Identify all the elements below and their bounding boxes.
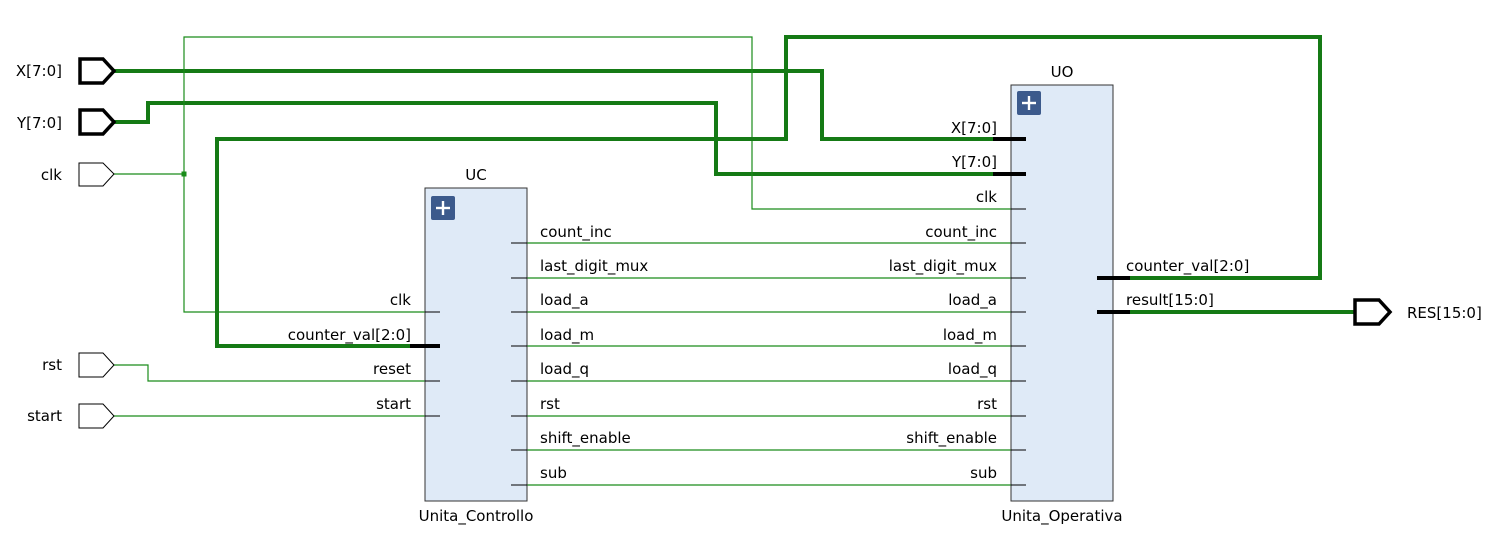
wire-counter-val-bus[interactable] (215, 35, 1322, 348)
wire-rst[interactable] (113, 364, 440, 382)
input-port-start[interactable]: start (27, 403, 115, 429)
uc-output-pins: count_inc last_digit_mux load_a load_m l… (511, 223, 648, 486)
pin-label: sub (540, 464, 567, 482)
pin-label: shift_enable (906, 429, 997, 448)
block-instance-name: UO (1051, 63, 1074, 81)
expand-button[interactable] (431, 196, 455, 220)
pin-label: counter_val[2:0] (1126, 257, 1249, 276)
input-port-icon (78, 352, 115, 378)
pin-label: count_inc (540, 223, 612, 242)
pin-label: load_q (948, 360, 997, 379)
pin-label: clk (976, 188, 997, 206)
pin-label: load_a (948, 291, 997, 310)
input-port-x[interactable]: X[7:0] (16, 57, 117, 85)
input-port-label: X[7:0] (16, 62, 62, 80)
pin-label: counter_val[2:0] (288, 326, 411, 345)
pin-label: start (376, 395, 411, 413)
input-port-icon (78, 162, 115, 187)
expand-button[interactable] (1017, 91, 1041, 115)
input-port-icon (78, 403, 115, 429)
pin-label: shift_enable (540, 429, 631, 448)
block-module-name: Unita_Operativa (1001, 507, 1122, 526)
pin-label: rst (977, 395, 997, 413)
pin-label: load_m (943, 326, 997, 345)
pin-label: last_digit_mux (540, 257, 648, 276)
output-port-icon (1353, 298, 1393, 326)
pin-label: load_q (540, 360, 589, 379)
pin-label: count_inc (925, 223, 997, 242)
pin-label: reset (373, 360, 411, 378)
input-port-y[interactable]: Y[7:0] (16, 108, 117, 136)
block-module-name: Unita_Controllo (419, 507, 534, 526)
wires (113, 35, 1355, 486)
pin-label: last_digit_mux (889, 257, 997, 276)
pin-label: load_a (540, 291, 589, 310)
wire-y-bus[interactable] (113, 101, 1026, 176)
wire-x-bus[interactable] (113, 69, 1026, 141)
pin-label: result[15:0] (1126, 291, 1214, 309)
output-port-res[interactable]: RES[15:0] (1353, 298, 1482, 326)
output-port-label: RES[15:0] (1407, 304, 1482, 322)
input-port-label: Y[7:0] (16, 114, 62, 132)
pin-label: load_m (540, 326, 594, 345)
input-port-label: rst (42, 356, 62, 374)
input-port-label: clk (41, 166, 62, 184)
input-ports: X[7:0] Y[7:0] clk rst start (16, 57, 117, 429)
uo-input-pins: X[7:0] Y[7:0] clk count_inc last_digit_m… (889, 119, 1026, 486)
pin-label: Y[7:0] (951, 153, 997, 171)
input-port-clk[interactable]: clk (41, 162, 115, 187)
block-body[interactable] (424, 187, 528, 502)
wire-clk-uo[interactable] (113, 36, 1026, 210)
block-instance-name: UC (465, 166, 486, 184)
uo-output-pins: counter_val[2:0] result[15:0] (1097, 257, 1249, 314)
clk-junction-dot (181, 171, 187, 177)
input-port-rst[interactable]: rst (42, 352, 115, 378)
pin-label: sub (970, 464, 997, 482)
input-port-label: start (27, 407, 62, 425)
wire-clk-uc[interactable] (183, 174, 440, 313)
pin-label: rst (540, 395, 560, 413)
input-port-icon (78, 108, 117, 136)
block-body[interactable] (1010, 84, 1114, 502)
pin-label: clk (390, 291, 411, 309)
uc-input-pins: clk counter_val[2:0] reset start (288, 291, 440, 417)
input-port-icon (78, 57, 117, 85)
block-uo[interactable]: UO Unita_Operativa X[7:0] Y[7:0] clk cou… (889, 63, 1250, 526)
block-uc[interactable]: UC Unita_Controllo clk counter_val[2:0] … (288, 166, 649, 526)
pin-label: X[7:0] (951, 119, 997, 137)
